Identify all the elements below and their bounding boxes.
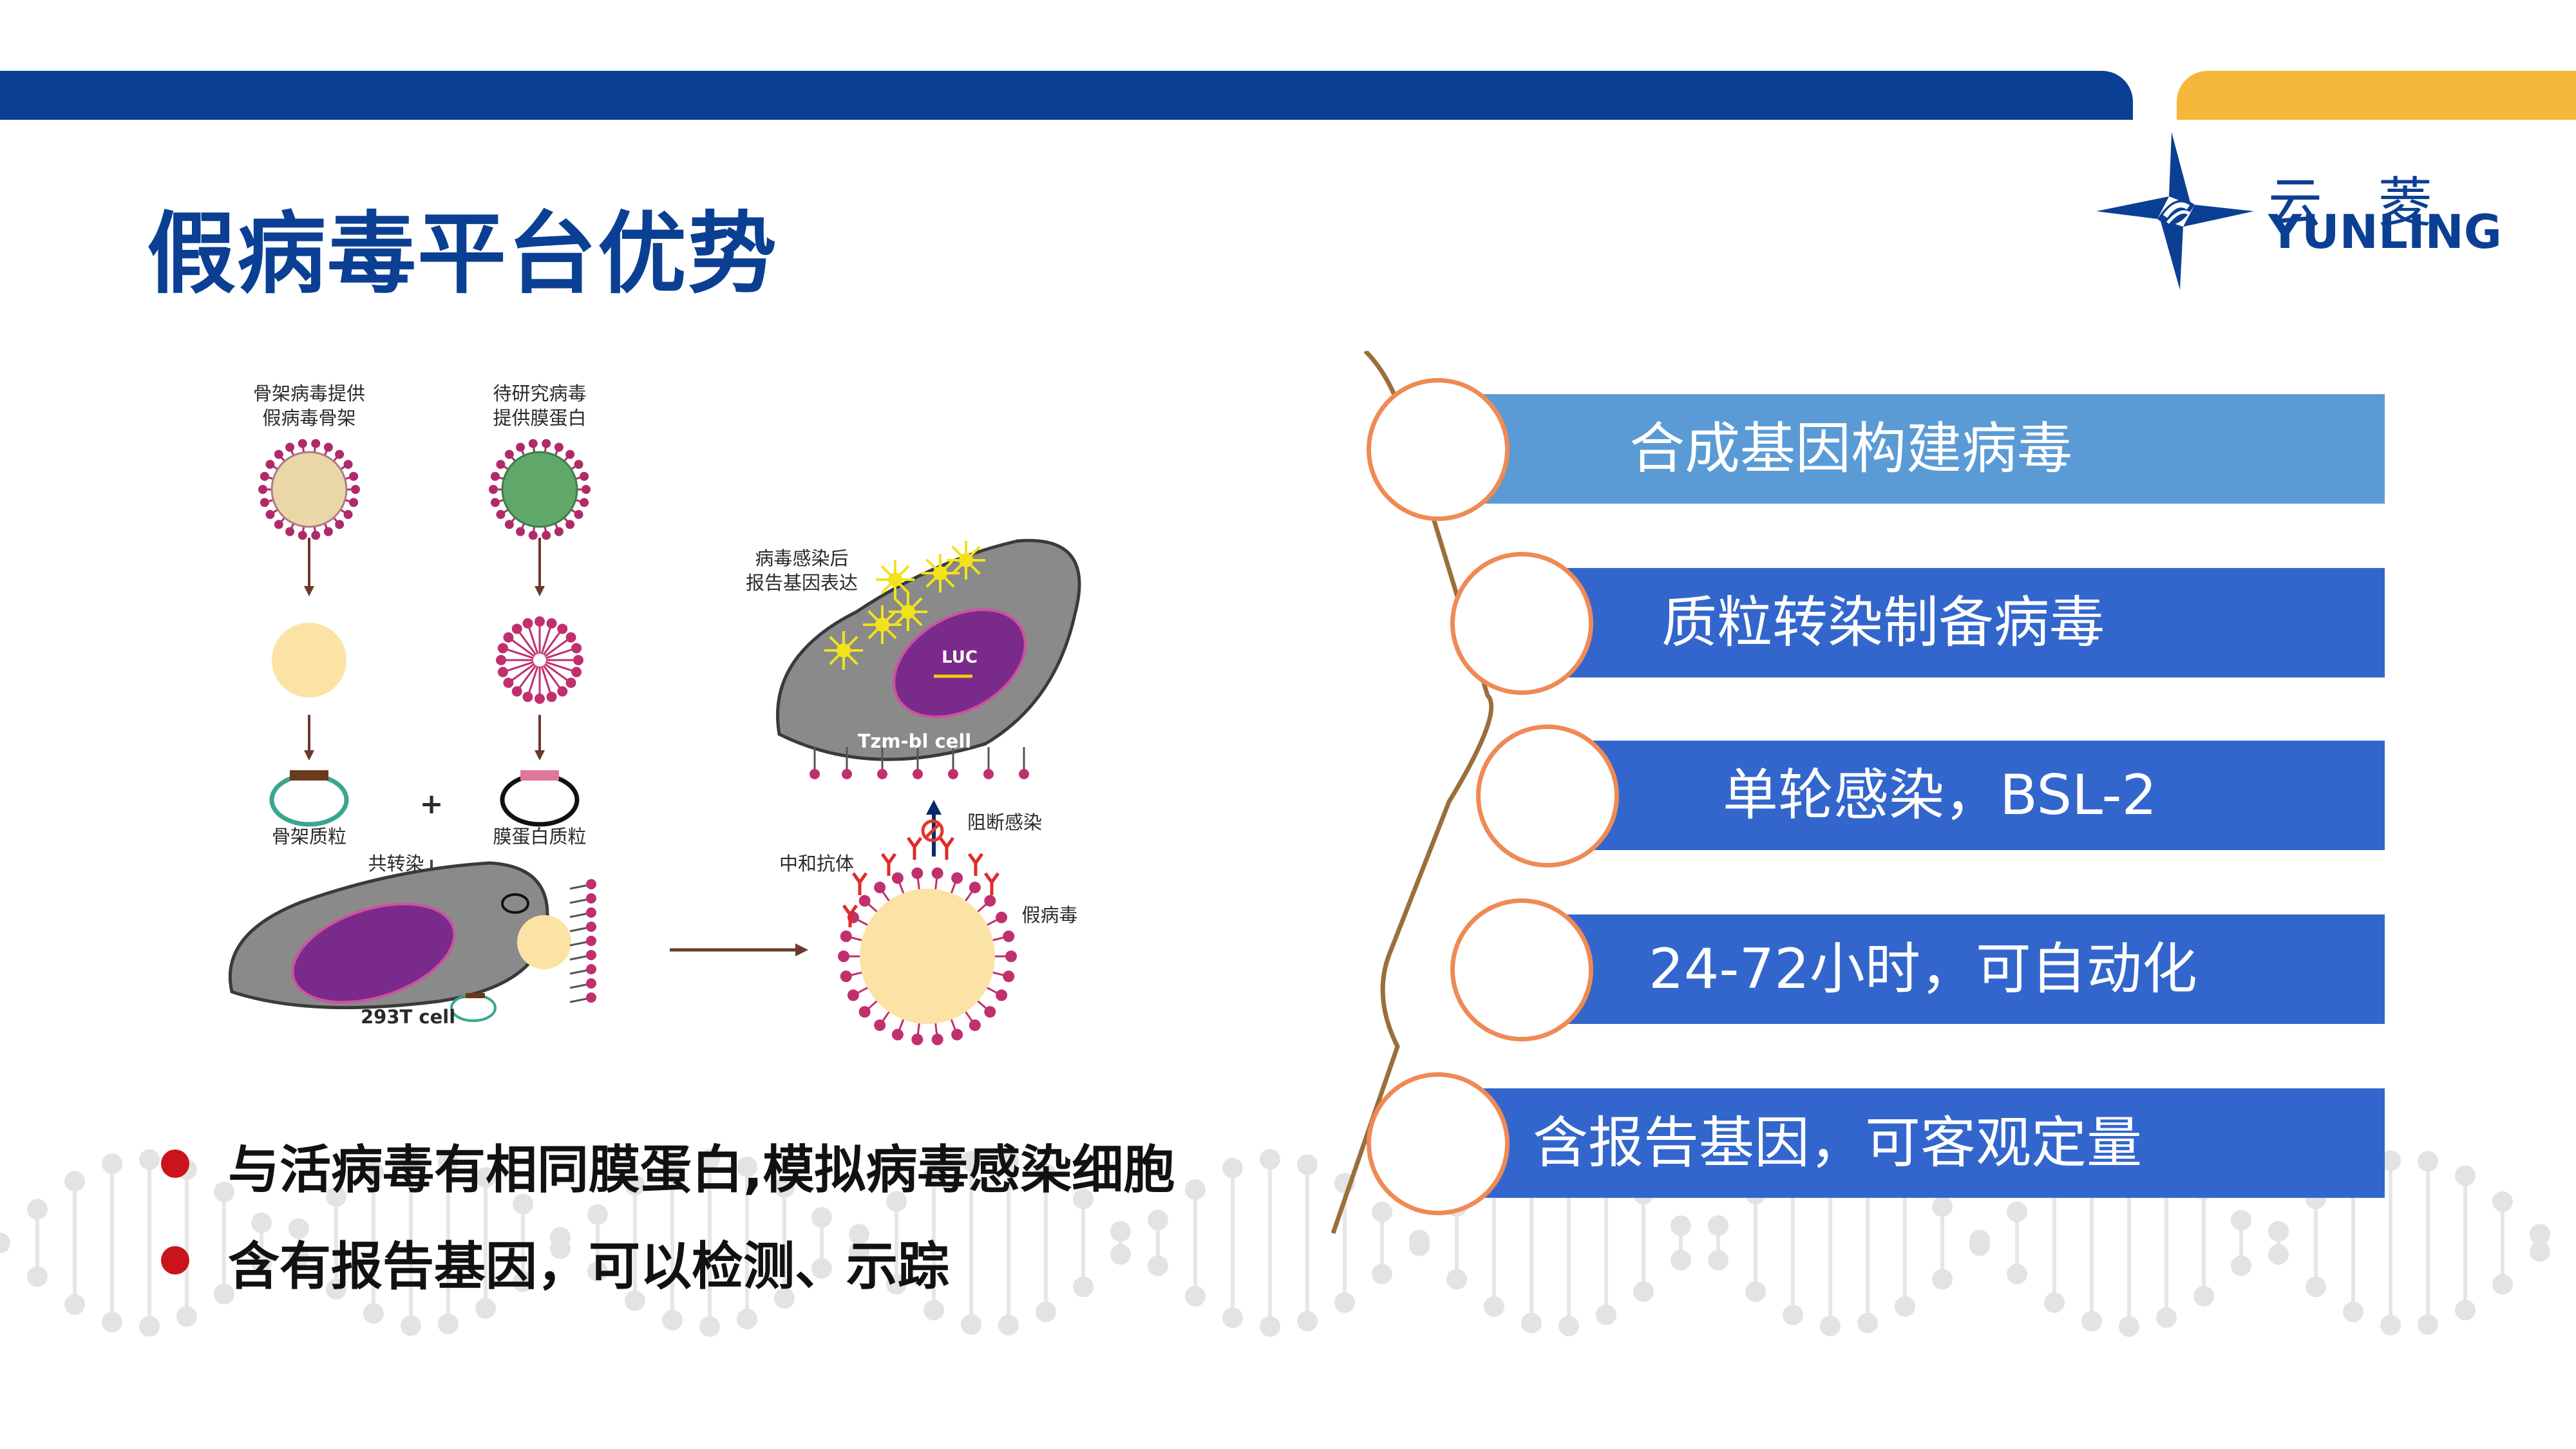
slide-title: 假病毒平台优势	[147, 202, 779, 306]
logo-text-en: YUNLING	[2268, 205, 2502, 259]
label-tzm-bl-cell: Tzm-bl cell	[857, 730, 972, 752]
pseudovirus-particle-icon	[860, 889, 995, 1024]
label-block-infection: 阻断感染	[967, 811, 1042, 833]
bullet-text-2: 含有报告基因，可以检测、示踪	[228, 1236, 949, 1296]
timeline-ring-2	[1450, 552, 1593, 695]
viral-core-icon	[272, 623, 346, 697]
label-luc: LUC	[942, 648, 978, 667]
label-backbone-virus: 骨架病毒提供假病毒骨架	[252, 383, 365, 429]
neutralizing-antibody-icon	[842, 837, 1000, 927]
yunling-logo-icon	[2096, 132, 2254, 290]
advantage-band-1: 合成基因构建病毒	[1443, 394, 2385, 504]
advantage-text-4: 24-72小时，可自动化	[1649, 937, 2197, 1001]
label-post-infection: 病毒感染后报告基因表达	[745, 547, 858, 594]
advantage-text-2: 质粒转染制备病毒	[1662, 591, 2105, 655]
plus-sign: +	[419, 788, 444, 820]
advantage-band-2: 质粒转染制备病毒	[1558, 568, 2385, 677]
timeline-ring-5	[1367, 1072, 1510, 1215]
header-accent-bar	[2177, 71, 2576, 120]
advantage-text-3: 单轮感染，BSL-2	[1723, 763, 2157, 828]
label-neutralizing-antibody: 中和抗体	[779, 853, 854, 875]
backbone-plasmid-icon	[269, 773, 349, 827]
advantages-timeline: 合成基因构建病毒 质粒转染制备病毒 单轮感染，BSL-2 24-72小时，可自动…	[1320, 351, 2415, 1240]
label-pseudovirus: 假病毒	[1021, 904, 1078, 926]
logo-text-cn: 云 菱	[2268, 171, 2452, 234]
label-293t-cell: 293T cell	[361, 1006, 456, 1028]
advantage-band-4: 24-72小时，可自动化	[1558, 914, 2385, 1024]
bullet-text-1: 与活病毒有相同膜蛋白,模拟病毒感染细胞	[228, 1140, 1175, 1200]
advantage-band-3: 单轮感染，BSL-2	[1591, 741, 2385, 850]
advantage-text-5: 含报告基因，可客观定量	[1533, 1111, 2142, 1175]
backbone-virus-icon	[258, 439, 360, 540]
advantage-text-1: 合成基因构建病毒	[1629, 417, 2072, 481]
label-backbone-plasmid: 骨架质粒	[271, 826, 346, 848]
envelope-protein-icon	[496, 616, 583, 704]
envelope-plasmid-icon	[500, 773, 580, 827]
block-icon	[921, 819, 944, 842]
timeline-ring-4	[1450, 898, 1593, 1041]
bullet-dot	[161, 1150, 189, 1178]
label-envelope-plasmid: 膜蛋白质粒	[493, 826, 587, 848]
pseudovirus-diagram: 骨架病毒提供假病毒骨架 待研究病毒提供膜蛋白 骨架质粒 膜蛋白质粒 共转染 + …	[213, 367, 1133, 1056]
timeline-ring-1	[1367, 378, 1510, 521]
label-study-virus: 待研究病毒提供膜蛋白	[493, 383, 587, 429]
timeline-connector	[1331, 351, 1494, 1235]
bullet-dot	[161, 1246, 189, 1274]
envelope-virus-icon	[489, 439, 591, 540]
label-cotransfection: 共转染	[368, 853, 424, 875]
timeline-ring-3	[1476, 724, 1619, 867]
advantage-band-5: 含报告基因，可客观定量	[1443, 1088, 2385, 1198]
header-bar	[0, 71, 2133, 120]
